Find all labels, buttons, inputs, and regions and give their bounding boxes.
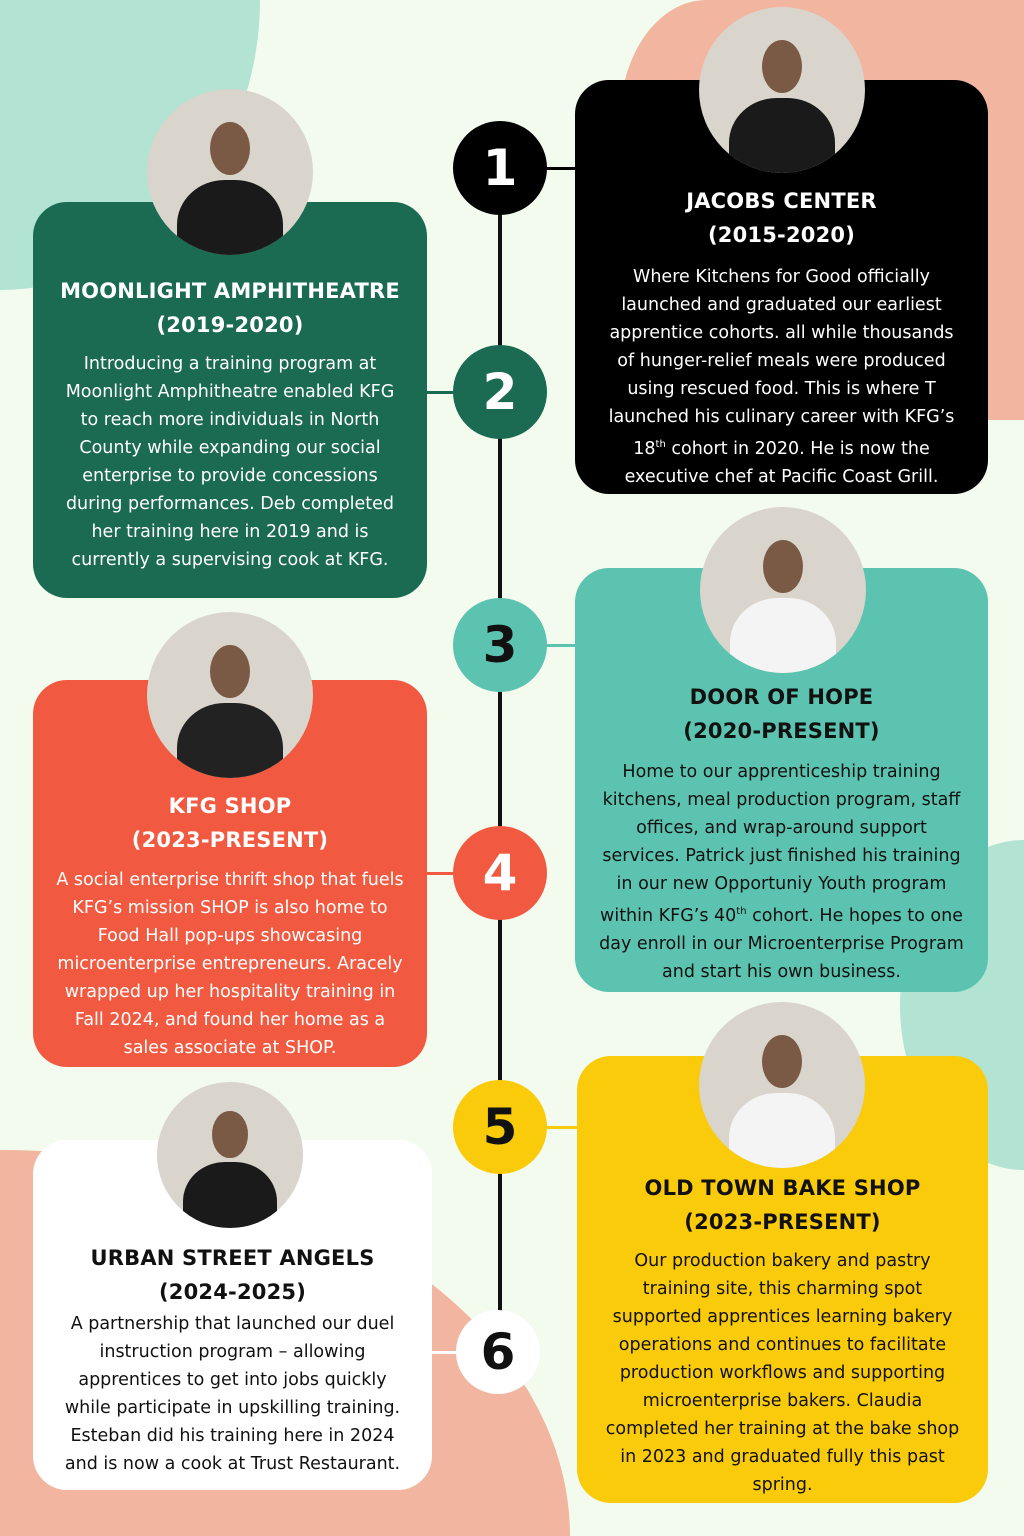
step-number-4: 4 [453,826,547,920]
milestone-description: Our production bakery and pastry trainin… [605,1251,960,1495]
milestone-title: OLD TOWN BAKE SHOP (2023-PRESENT) [644,1176,921,1234]
person-head [212,1111,248,1158]
milestone-card-6: URBAN STREET ANGELS (2024-2025) A partner… [33,1140,432,1490]
step-number-1: 1 [453,121,547,215]
person-head [210,122,250,176]
connector-line [427,872,453,875]
person-torso [176,703,284,778]
person-head [763,540,803,594]
esteban-photo [157,1082,303,1228]
person-head [762,40,802,94]
milestone-description: A partnership that launched our duel ins… [64,1314,401,1474]
deb-photo [147,89,313,255]
connector-line [547,1126,577,1129]
person-torso [728,1093,836,1168]
milestone-title: KFG SHOP (2023-PRESENT) [131,794,329,852]
milestone-description: A social enterprise thrift shop that fue… [56,870,404,1058]
milestone-title: DOOR OF HOPE (2020-PRESENT) [683,685,880,743]
step-number-6: 6 [456,1310,540,1394]
connector-line [547,167,575,170]
connector-line [432,1351,456,1354]
person-head [762,1035,802,1089]
step-number-3: 3 [453,598,547,692]
claudia-photo [699,1002,865,1168]
person-torso [176,180,284,255]
milestone-title: MOONLIGHT AMPHITHEATRE (2019-2020) [60,279,400,337]
milestone-card-4: KFG SHOP (2023-PRESENT) A social enterpri… [33,680,427,1067]
person-torso [183,1162,277,1228]
person-head [210,645,250,699]
person-torso [729,598,837,673]
connector-line [547,644,575,647]
milestone-description: Home to our apprenticeship training kitc… [599,762,964,982]
timeline-line [498,150,502,1330]
milestone-title: JACOBS CENTER (2015-2020) [686,189,877,247]
connector-line [427,391,453,394]
patrick-photo [700,507,866,673]
milestone-description: Introducing a training program at Moonli… [65,354,395,570]
milestone-card-2: MOONLIGHT AMPHITHEATRE (2019-2020) Introd… [33,202,427,598]
milestone-title: URBAN STREET ANGELS (2024-2025) [90,1246,375,1304]
person-torso [728,98,836,173]
aracely-photo [147,612,313,778]
chef-photo-t [699,7,865,173]
step-number-2: 2 [453,345,547,439]
step-number-5: 5 [453,1080,547,1174]
milestone-description: Where Kitchens for Good officially launc… [608,267,955,487]
